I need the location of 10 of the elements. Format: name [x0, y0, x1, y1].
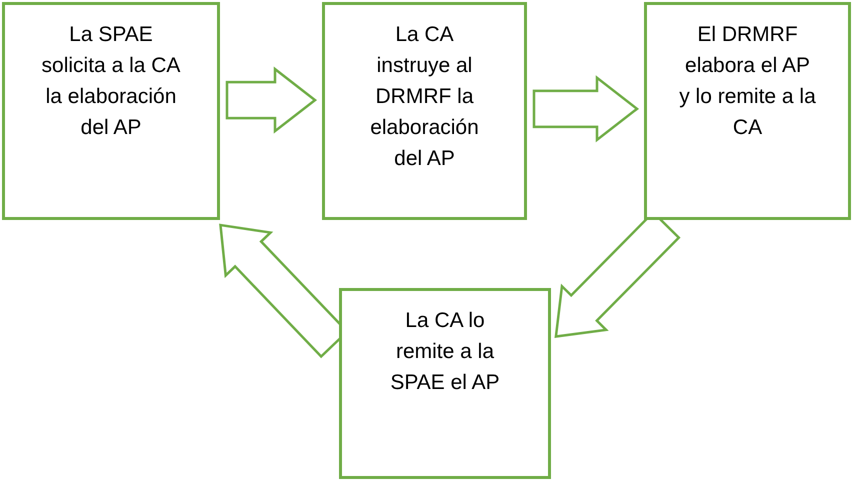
process-box	[2, 2, 220, 220]
block-arrow	[226, 66, 318, 134]
process-box	[339, 288, 551, 479]
process-box	[644, 2, 851, 220]
process-box	[322, 2, 527, 220]
box-text: El DRMRF elabora el AP y lo remite a la CA	[678, 22, 817, 141]
box-text: La SPAE solicita a la CA la elaboración del AP	[40, 22, 182, 141]
box-text: La CA instruye al DRMRF la elaboración del AP	[369, 22, 480, 172]
block-arrow	[532, 75, 640, 142]
box-text: La CA lo remite a la SPAE el AP	[389, 308, 501, 396]
